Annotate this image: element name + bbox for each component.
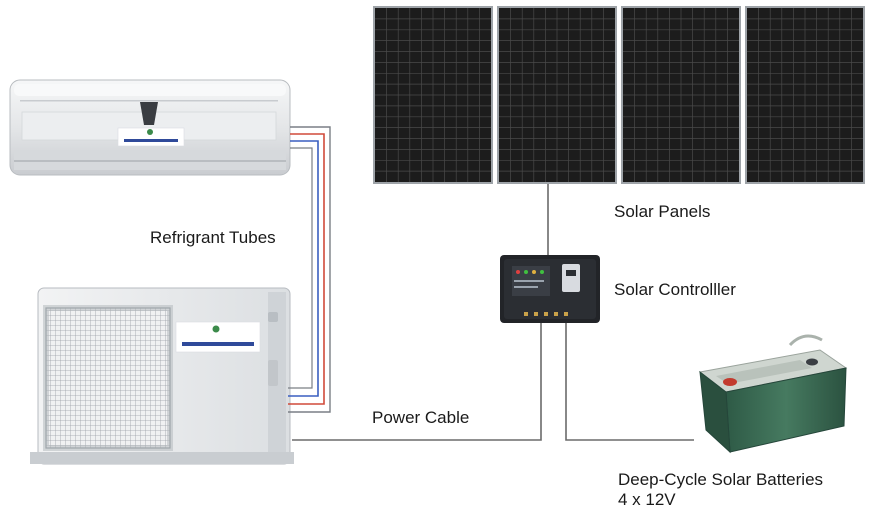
logo-icon: [175, 321, 261, 353]
power-cable-label: Power Cable: [372, 408, 470, 427]
logo-icon: [117, 127, 185, 147]
solar-panel-icon: [373, 6, 865, 184]
solar-panel-cell-grid: [375, 8, 491, 182]
refrigerant-tubes-label: Refrigrant Tubes: [150, 228, 276, 247]
air-conditioner-indoor-icon: [9, 79, 291, 176]
solar-panel-cell-grid: [747, 8, 863, 182]
solar-controller-label: Solar Controlller: [614, 280, 736, 299]
charge-controller-icon: [500, 255, 600, 323]
solar-panels-label: Solar Panels: [614, 202, 711, 221]
batteries-label-line1: Deep-Cycle Solar Batteries: [618, 470, 824, 489]
air-conditioner-outdoor-icon: [30, 287, 294, 465]
batteries-label-line2: 4 x 12V: [618, 490, 676, 509]
battery-icon: [698, 334, 848, 454]
solar-panel-cell-grid: [623, 8, 739, 182]
refrigerant-tubes: [288, 126, 331, 413]
solar-panel-cell-grid: [499, 8, 615, 182]
